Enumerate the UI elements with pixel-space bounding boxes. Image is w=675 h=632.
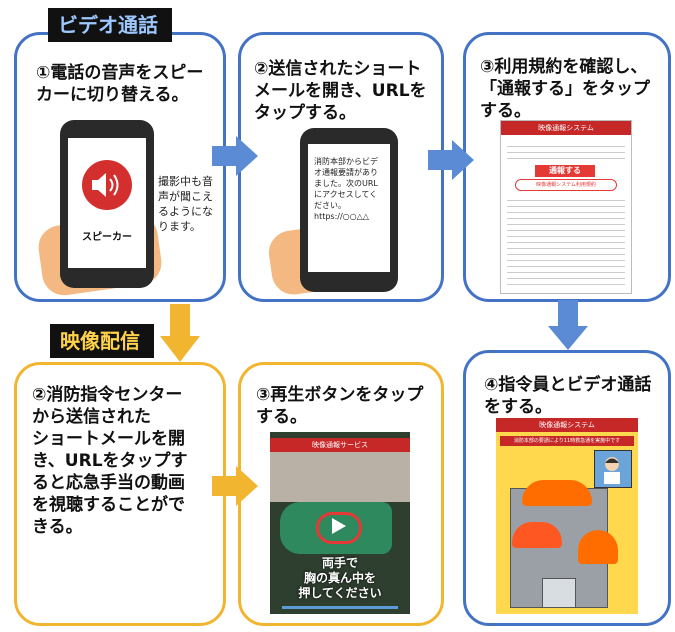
step1-note: 撮影中も音 声が聞こえ るようにな ります。 [158, 174, 213, 234]
app-header: 映像通報システム [501, 121, 631, 135]
phone-illustration: スピーカー [60, 120, 154, 288]
caption-line1: 両手で [321, 556, 358, 570]
note-line4: ります。 [158, 220, 201, 233]
stepB2-line4: き、URLをタップす [32, 451, 188, 471]
stepB2-line3: ショートメールを開 [32, 429, 185, 449]
stepB2-card [14, 362, 226, 626]
arrow-right-icon-2 [428, 140, 474, 180]
arrow-down-gold-icon [160, 304, 200, 362]
sms-text: 消防本部からビデ オ通報要請があり ました。次のURL にアクセスしてく ださい… [314, 157, 378, 221]
step2-line3: タップする。 [254, 103, 356, 123]
step4-text: ④指令員とビデオ通話 をする。 [484, 374, 651, 418]
step1-text: ①電話の音声をスピー カーに切り替える。 [36, 62, 203, 106]
speaker-glyph [92, 173, 119, 197]
arrow-right-gold-icon [212, 466, 258, 506]
step2-line1: ②送信されたショート [254, 59, 422, 79]
note-line2: 声が聞こえ [158, 190, 213, 203]
stepB2-text: ②消防指令センター から送信された ショートメールを開 き、URLをタップす る… [32, 384, 188, 538]
stepB2-line2: から送信された [32, 407, 151, 427]
terms-text-top [507, 141, 625, 159]
stepB2-line1: ②消防指令センター [32, 385, 183, 405]
step4-line2: をする。 [484, 397, 552, 417]
speaker-icon [82, 160, 132, 210]
terms-screenshot: 映像通報システム 通報する 映像通報システム利用規約 [500, 120, 632, 294]
video-progress-bar[interactable] [282, 606, 398, 609]
arrow-down-icon [548, 300, 588, 350]
video-background [270, 452, 410, 502]
stepB2-line7: きる。 [32, 517, 83, 537]
phone-illustration-2: 消防本部からビデ オ通報要請があり ました。次のURL にアクセスしてく ださい… [300, 128, 398, 292]
note-line1: 撮影中も音 [158, 175, 213, 188]
building-door [542, 578, 576, 608]
terms-link[interactable]: 映像通報システム利用規約 [515, 179, 617, 191]
video-caption: 両手で 胸の真ん中を 押してください [270, 556, 410, 601]
step4-line1: ④指令員とビデオ通話 [484, 375, 652, 395]
speaker-label: スピーカー [82, 232, 132, 243]
fire-middle [512, 522, 562, 548]
terms-body [507, 195, 625, 289]
step3-text: ③利用規約を確認し、 「通報する」をタップ する。 [480, 56, 650, 122]
step1-line1: ①電話の音声をスピー [36, 63, 204, 83]
call-banner: 消防本部の要請により11時救急通を実施中です [500, 436, 634, 446]
stepB2-line6: を視聴することがで [32, 495, 185, 515]
arrow-right-icon [212, 136, 258, 176]
step2-text: ②送信されたショート メールを開き、URLを タップする。 [254, 58, 427, 124]
fire-top [522, 480, 592, 506]
phone-screen-2: 消防本部からビデ オ通報要請があり ました。次のURL にアクセスしてく ださい… [308, 144, 390, 272]
note-line3: るようにな [158, 205, 213, 218]
step2-line2: メールを開き、URLを [254, 81, 427, 101]
phone-screen: スピーカー [68, 138, 146, 268]
play-icon[interactable] [328, 516, 348, 536]
videocall-screenshot: 映像通報システム 消防本部の要請により11時救急通を実施中です [496, 418, 638, 614]
step1-line2: カーに切り替える。 [36, 85, 189, 105]
stepB3-line2: する。 [256, 407, 307, 427]
stepB2-line5: ると応急手当の動画 [32, 473, 185, 493]
stepB3-text: ③再生ボタンをタップ する。 [256, 384, 423, 428]
video-app-header: 映像通報サービス [270, 438, 410, 452]
call-app-header: 映像通報システム [496, 418, 638, 432]
caption-line2: 胸の真ん中を [303, 571, 376, 585]
report-button[interactable]: 通報する [535, 165, 595, 177]
step3-line1: ③利用規約を確認し、 [480, 57, 648, 77]
operator-icon [604, 457, 620, 484]
play-button[interactable] [316, 512, 362, 544]
video-delivery-label: 映像配信 [50, 324, 154, 358]
video-screenshot: 映像通報サービス 両手で 胸の真ん中を 押してください [270, 432, 410, 614]
video-call-label: ビデオ通話 [48, 8, 172, 42]
caption-line3: 押してください [298, 586, 382, 600]
fire-right [578, 530, 618, 564]
step3-line2: 「通報する」をタップ [480, 79, 650, 99]
stepB3-line1: ③再生ボタンをタップ [256, 385, 424, 405]
step3-line3: する。 [480, 101, 531, 121]
